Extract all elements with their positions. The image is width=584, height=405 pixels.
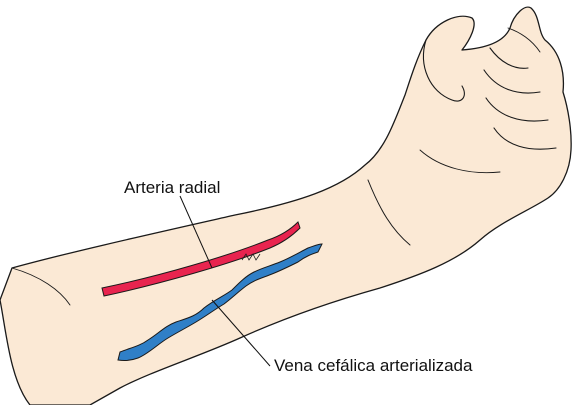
cephalic-vein-label: Vena cefálica arterializada	[274, 357, 472, 374]
radial-artery-label: Arteria radial	[124, 179, 220, 196]
forearm-hand	[0, 7, 571, 405]
forearm-skin	[0, 7, 571, 405]
